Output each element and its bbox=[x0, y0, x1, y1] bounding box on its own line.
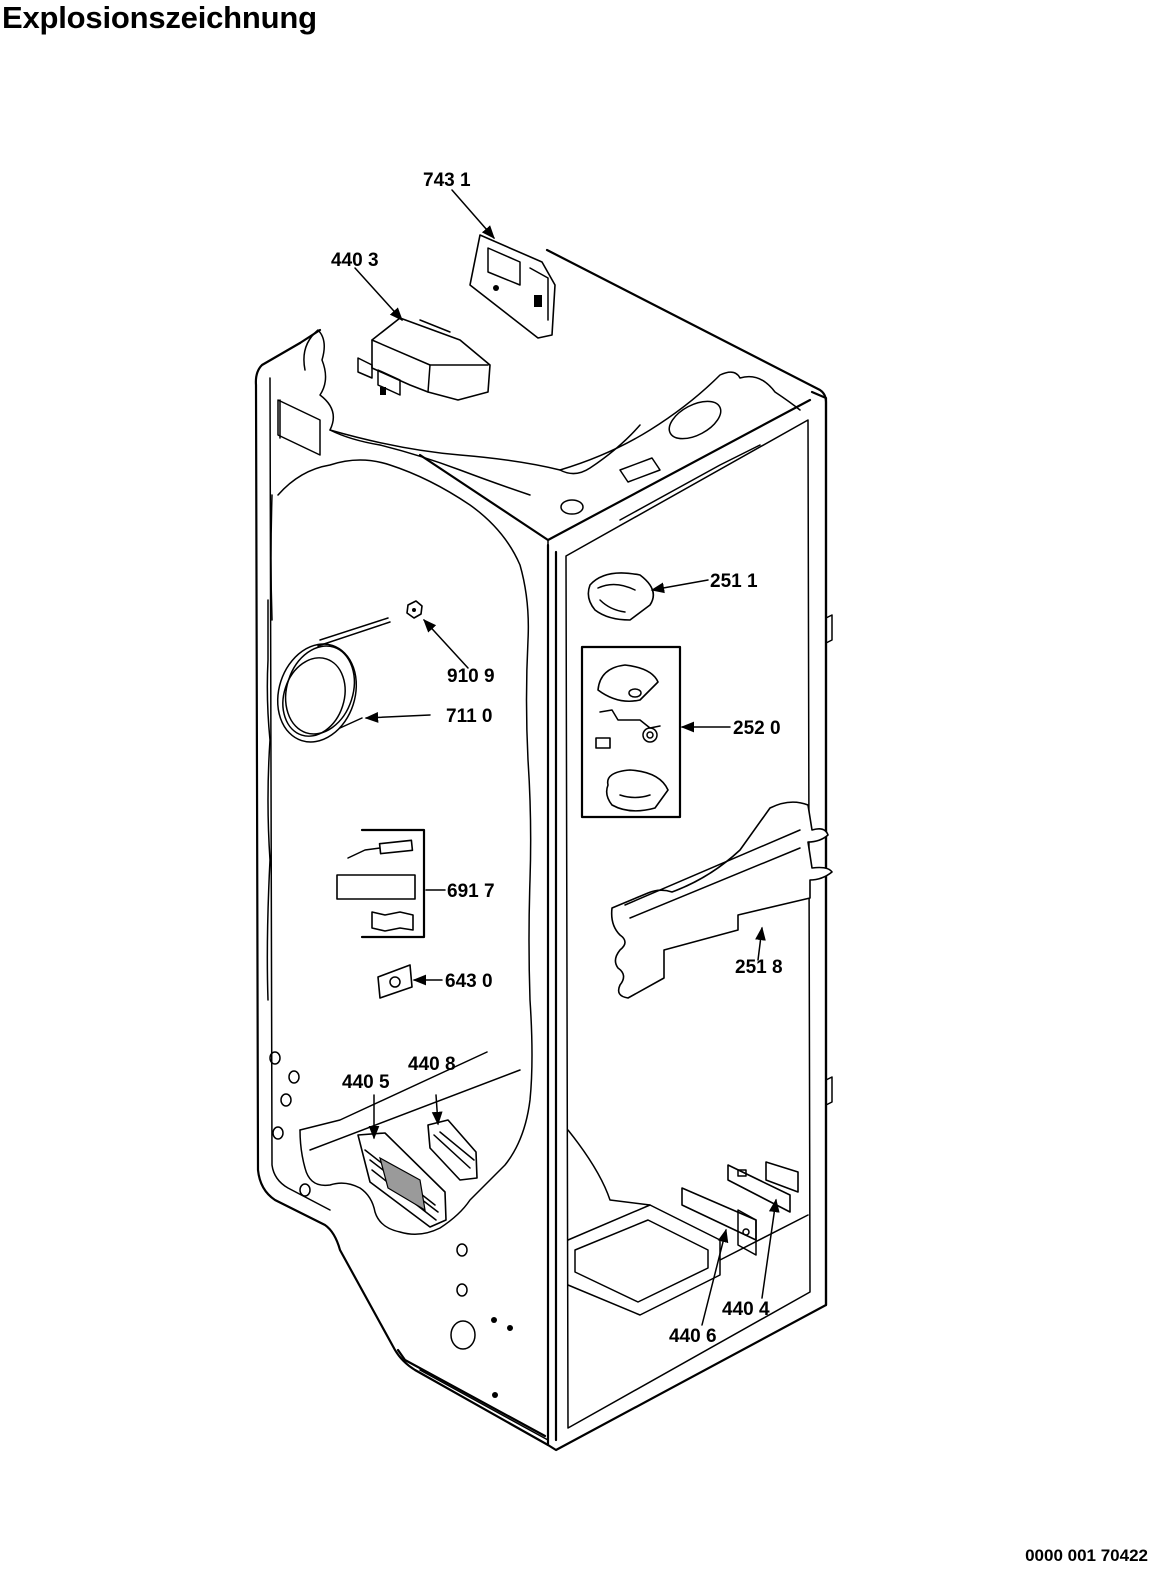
callout-252-0: 252 0 bbox=[733, 718, 781, 739]
part-643-0-plate bbox=[377, 964, 413, 999]
part-251-1-lamp-cover bbox=[587, 572, 655, 621]
part-440-3-switch-box bbox=[357, 317, 491, 401]
callout-711-0: 711 0 bbox=[446, 706, 493, 727]
bottom-tray-outline bbox=[567, 1204, 721, 1316]
part-711-0-cable-coil bbox=[276, 617, 391, 743]
document-number: 0000 001 70422 bbox=[1025, 1546, 1148, 1565]
refrigerator-cabinet bbox=[254, 248, 833, 1452]
part-440-8-small-grille bbox=[427, 1119, 478, 1181]
callout-691-7: 691 7 bbox=[447, 881, 495, 902]
callout-labels: 743 1 440 3 251 1 910 9 711 0 252 0 691 … bbox=[331, 170, 783, 1347]
part-251-8-rail bbox=[610, 801, 833, 999]
callout-440-3: 440 3 bbox=[331, 250, 379, 271]
top-panel-outline bbox=[303, 329, 801, 471]
cabinet-front-frame-inner bbox=[565, 419, 811, 1429]
callout-643-0: 643 0 bbox=[445, 971, 493, 992]
part-440-6-bracket bbox=[681, 1187, 757, 1256]
side-screw-holes bbox=[269, 1051, 513, 1398]
left-wall-panel-outline bbox=[277, 459, 533, 1235]
cabinet-top-front-edge bbox=[418, 398, 812, 542]
callout-251-8: 251 8 bbox=[735, 957, 783, 978]
part-252-0-lamp-assembly bbox=[580, 645, 682, 819]
part-440-5-grille bbox=[357, 1132, 447, 1228]
cabinet-left-wall bbox=[254, 341, 550, 1447]
cabinet-left-inner bbox=[269, 377, 331, 1211]
page-title: Explosionszeichnung bbox=[2, 0, 317, 35]
callout-743-1: 743 1 bbox=[423, 170, 471, 191]
callout-440-5: 440 5 bbox=[342, 1072, 390, 1093]
callout-910-9: 910 9 bbox=[447, 666, 495, 687]
callout-440-8: 440 8 bbox=[408, 1054, 456, 1075]
part-910-9-nut bbox=[406, 600, 423, 619]
top-left-opening bbox=[277, 399, 321, 456]
leader-lines bbox=[354, 189, 780, 1326]
part-691-7-kit bbox=[336, 828, 426, 939]
part-743-1-control-unit bbox=[469, 234, 556, 339]
callout-440-4: 440 4 bbox=[722, 1299, 770, 1320]
callout-440-6: 440 6 bbox=[669, 1326, 717, 1347]
callout-251-1: 251 1 bbox=[710, 571, 758, 592]
cabinet-front-frame bbox=[546, 390, 828, 1452]
part-440-4-bracket bbox=[727, 1161, 799, 1213]
